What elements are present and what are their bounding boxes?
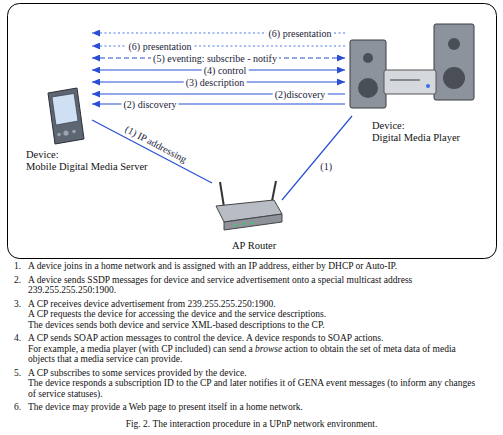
connector (282, 116, 352, 200)
pda-button (72, 130, 76, 134)
connector-label: (2) discovery (121, 99, 178, 110)
step-line: A device sends SSDP messages for device … (28, 275, 481, 296)
pda-icon (48, 88, 84, 144)
connector-label: (6) presentation (126, 41, 193, 52)
step-item: 1. A device joins in a home network and i… (0, 261, 503, 272)
step-item: 2. A device sends SSDP messages for devic… (0, 275, 503, 296)
router-led (243, 223, 245, 225)
step-text: A device joins in a home network and is … (28, 261, 397, 271)
speaker (434, 24, 474, 100)
step-line: A device joins in a home network and is … (28, 261, 481, 272)
step-number: 2. (14, 275, 21, 286)
speaker-woofer (358, 78, 378, 98)
router-icon (216, 181, 282, 230)
step-item: 6. The device may provide a Web page to p… (0, 402, 503, 413)
device-node: AP Router (212, 178, 282, 236)
router-front (224, 214, 282, 230)
step-text: For example, a media player (with CP inc… (28, 344, 253, 354)
connector-label: (3) description (184, 77, 247, 88)
network-frame (8, 4, 497, 259)
step-item: 4. A CP sends SOAP action messages to con… (0, 333, 503, 365)
step-text: The device may provide a Web page to pre… (28, 402, 303, 412)
step-line: The device may provide a Web page to pre… (28, 402, 481, 413)
connector (92, 120, 212, 183)
speaker-woofer (443, 67, 465, 89)
step-line: A CP subscribes to some services provide… (28, 368, 481, 379)
router-led (251, 222, 253, 224)
router-antenna (272, 181, 276, 201)
router-antenna (220, 182, 224, 207)
connector-group (92, 33, 352, 200)
step-text: A CP receives device advertisement from … (28, 299, 276, 309)
step-number: 3. (14, 299, 21, 310)
device-label: Device: (372, 120, 405, 132)
connector-label: (2)discovery (273, 89, 328, 100)
connector-label: (5) eventing: subscribe - notify (151, 53, 279, 64)
pda-screen (52, 94, 78, 126)
step-line: A CP receives device advertisement from … (28, 299, 481, 310)
step-line: The devices sends both device and servic… (28, 320, 481, 331)
disc-slot (390, 79, 420, 80)
step-number: 4. (14, 333, 21, 344)
connector-label: (6) presentation (266, 28, 333, 39)
step-text: A CP sends SOAP action messages to contr… (28, 333, 383, 343)
step-line: A CP requests the device for accessing t… (28, 309, 481, 320)
device-label: Device: (26, 149, 59, 161)
figure-caption: Fig. 2. The interaction procedure in a U… (0, 419, 503, 430)
step-line: A CP sends SOAP action messages to contr… (28, 333, 481, 344)
step-line: For example, a media player (with CP inc… (28, 344, 481, 365)
router-led (235, 224, 237, 226)
pda-button (63, 130, 68, 135)
connector-label: (1) IP addressing (121, 123, 190, 166)
connector-label: (1) (318, 160, 334, 171)
speaker-tweeter (448, 38, 460, 50)
pda-body (48, 88, 84, 144)
step-number: 6. (14, 402, 21, 413)
device-label: Digital Media Player (372, 132, 460, 144)
step-number: 1. (14, 261, 21, 272)
step-text: The device responds a subscription ID to… (28, 378, 475, 399)
pda-button (57, 133, 61, 137)
media-player-icon (350, 24, 474, 108)
device-label: Mobile Digital Media Server (26, 161, 148, 173)
step-item: 5. A CP subscribes to some services provi… (0, 368, 503, 400)
step-text: browse (255, 344, 282, 354)
step-line: The device responds a subscription ID to… (28, 378, 481, 399)
step-number: 5. (14, 368, 21, 379)
device-node: Device:Mobile Digital Media Server (40, 26, 92, 146)
step-item: 3. A CP receives device advertisement fro… (0, 299, 503, 331)
step-text: A CP subscribes to some services provide… (28, 368, 247, 378)
step-text: The devices sends both device and servic… (28, 320, 325, 330)
player-unit (384, 70, 436, 94)
speaker (350, 40, 386, 108)
step-list: 1. A device joins in a home network and i… (0, 261, 503, 416)
step-text: A device sends SSDP messages for device … (28, 275, 412, 296)
device-label: AP Router (232, 240, 276, 252)
connector-label: (4) control (202, 65, 249, 76)
player-led (426, 84, 430, 88)
step-text: A CP requests the device for accessing t… (28, 309, 326, 319)
device-node: Device:Digital Media Player (345, 18, 476, 116)
speaker-tweeter (363, 53, 373, 63)
